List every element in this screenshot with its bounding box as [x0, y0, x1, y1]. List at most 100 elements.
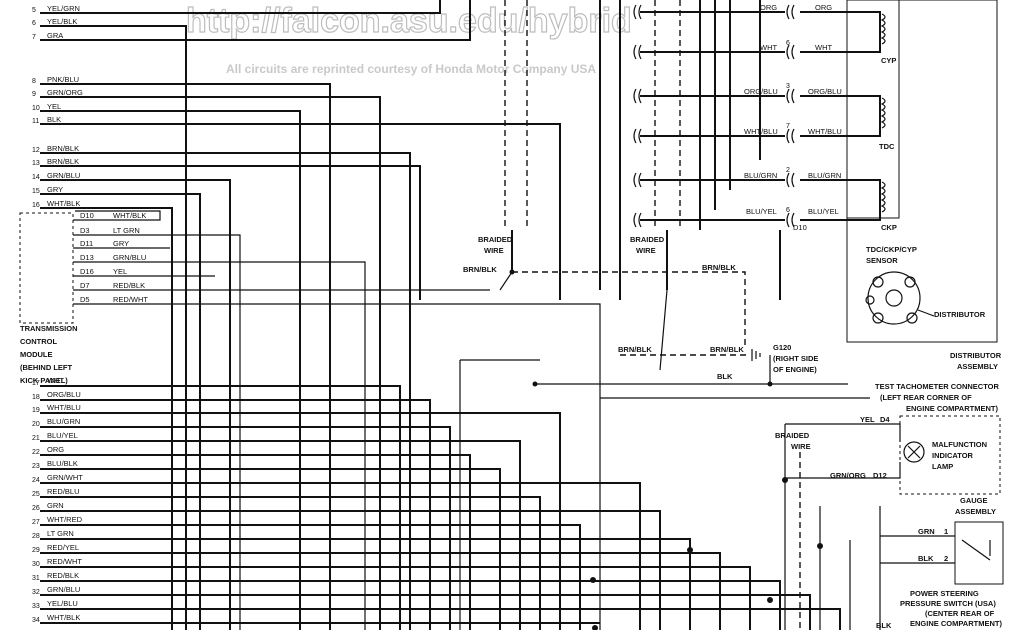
tcm-pin: D13 [80, 253, 94, 262]
wire-number: 11 [32, 118, 39, 125]
tcm-caption: CONTROL [20, 337, 57, 346]
tcm-pin-wire: GRN/BLU [113, 253, 146, 262]
sensor-wire-left: BLU/YEL [746, 207, 777, 216]
wire-label: WHT/BLK [47, 199, 80, 208]
shield-symbols [633, 4, 795, 228]
sensor-wire-pin: 6 [786, 207, 790, 214]
wire-line [40, 207, 173, 630]
wire-number: 23 [32, 463, 40, 470]
wire-label: GRN/ORG [47, 88, 83, 97]
wire-number: 20 [32, 421, 40, 428]
gauge-caption: GAUGE [960, 496, 988, 505]
wire-line [40, 96, 381, 630]
connector-label: D10 [793, 223, 807, 232]
wire-label: RED/WHT [47, 557, 82, 566]
ground-point-label: G120 [773, 343, 791, 352]
watermark-credit: All circuits are reprinted courtesy of H… [226, 62, 596, 76]
braided-wire-label: BRAIDED [478, 235, 513, 244]
wire-label: GRY [47, 185, 63, 194]
tach-title: TEST TACHOMETER CONNECTOR [875, 382, 999, 391]
wire-line [40, 580, 781, 630]
wire-label: ORG [47, 445, 64, 454]
wire-line [40, 83, 331, 630]
tcm-pin-wire: WHT/BLK [113, 211, 146, 220]
tcm-pin: D5 [80, 295, 90, 304]
wire-label: GRN [47, 501, 64, 510]
braided-wire-label: BRAIDED [630, 235, 665, 244]
wire-number: 30 [32, 561, 40, 568]
wire-label: BLU/YEL [47, 431, 78, 440]
sensor-wire-pin: 7 [786, 123, 790, 130]
wire-label: BLK [717, 372, 733, 381]
wire-label: GRN/BLU [47, 585, 80, 594]
sensor-wire-right: ORG [815, 3, 832, 12]
misc-wiring [459, 0, 851, 630]
shield-icon [786, 172, 795, 188]
wire-line [40, 165, 421, 300]
wire-number: 26 [32, 505, 40, 512]
wire-number: 28 [32, 533, 40, 540]
tcm-wire [73, 210, 161, 221]
tcm-pin-wire: LT GRN [113, 226, 140, 235]
ps-switch-box [954, 521, 1004, 585]
tach-note: (LEFT REAR CORNER OF [880, 393, 972, 402]
braided-wire-group: BRAIDED WIRE BRAIDED WIRE [478, 0, 681, 290]
ps-caption: ENGINE COMPARTMENT) [910, 619, 1002, 628]
mil-caption: LAMP [932, 462, 953, 471]
wire-label: YEL/BLU [47, 599, 78, 608]
wire-line [40, 552, 721, 630]
sensor-wire-pin: 2 [786, 167, 790, 174]
wire-line [659, 289, 668, 371]
wire-line [40, 0, 471, 41]
gauge-caption: ASSEMBLY [955, 507, 996, 516]
wire-label: WHT/BLU [47, 403, 81, 412]
switch-contact-icon [961, 539, 991, 561]
lamp-filament-icon [907, 445, 921, 459]
coil-label: CKP [881, 223, 897, 232]
junction-dot [767, 381, 773, 387]
tcm-caption: KICK PANEL) [20, 376, 68, 385]
sensor-wire-left: WHT [760, 43, 777, 52]
shield-icon [633, 4, 642, 20]
braided-wire-label: BRAIDED [775, 431, 810, 440]
tcm-wire [73, 261, 366, 630]
shield-icon [786, 44, 795, 60]
wire-label: BLU/GRN [47, 417, 80, 426]
shield-icon [633, 128, 642, 144]
wire-number: 13 [32, 160, 40, 167]
wire-label: BRN/BLK [463, 265, 497, 274]
wire-label: RED/YEL [47, 543, 79, 552]
tcm-pin: D7 [80, 281, 90, 290]
wire-line [40, 496, 541, 630]
ps-wire: BLK [918, 554, 934, 563]
coil-icon [880, 181, 886, 213]
transmission-control-module: D10 WHT/BLK D3 LT GRN D11 GRY D13 GRN/BL… [19, 210, 601, 630]
wire-number: 24 [32, 477, 40, 484]
wire-label: BLU/BLK [47, 459, 78, 468]
ps-caption: PRESSURE SWITCH (USA) [900, 599, 996, 608]
watermark-url: http://falcon.asu.edu/hybrid [186, 2, 632, 40]
mil-wire: YEL [860, 415, 875, 424]
distributor-assembly-caption: ASSEMBLY [957, 362, 998, 371]
wire-line [40, 426, 451, 630]
sensor-caption: TDC/CKP/CYP [866, 245, 917, 254]
wire-label: BRN/BLK [47, 157, 79, 166]
distributor-assembly: CYP TDC CKP TDC/CKP/CYP SENSOR DISTRIBUT… [800, 0, 1002, 371]
wire-label: BRN/BLK [47, 144, 79, 153]
braided-wire-label: WIRE [791, 442, 811, 451]
junction-dot [687, 547, 693, 553]
tcm-caption: MODULE [20, 350, 53, 359]
wire-number: 7 [32, 34, 36, 41]
tcm-wire [73, 303, 601, 630]
junction-dot [782, 477, 788, 483]
wire-number: 32 [32, 589, 40, 596]
tcm-pin-wire: RED/BLK [113, 281, 145, 290]
mil-pin: D4 [880, 415, 890, 424]
wire-line [785, 462, 901, 479]
distributor-assembly-caption: DISTRIBUTOR [950, 351, 1002, 360]
tcm-pin: D10 [80, 211, 94, 220]
sensor-wire-pin: 3 [786, 83, 790, 90]
junction-dot [767, 597, 773, 603]
coil-icon [880, 97, 886, 129]
junction-dot [532, 381, 538, 387]
